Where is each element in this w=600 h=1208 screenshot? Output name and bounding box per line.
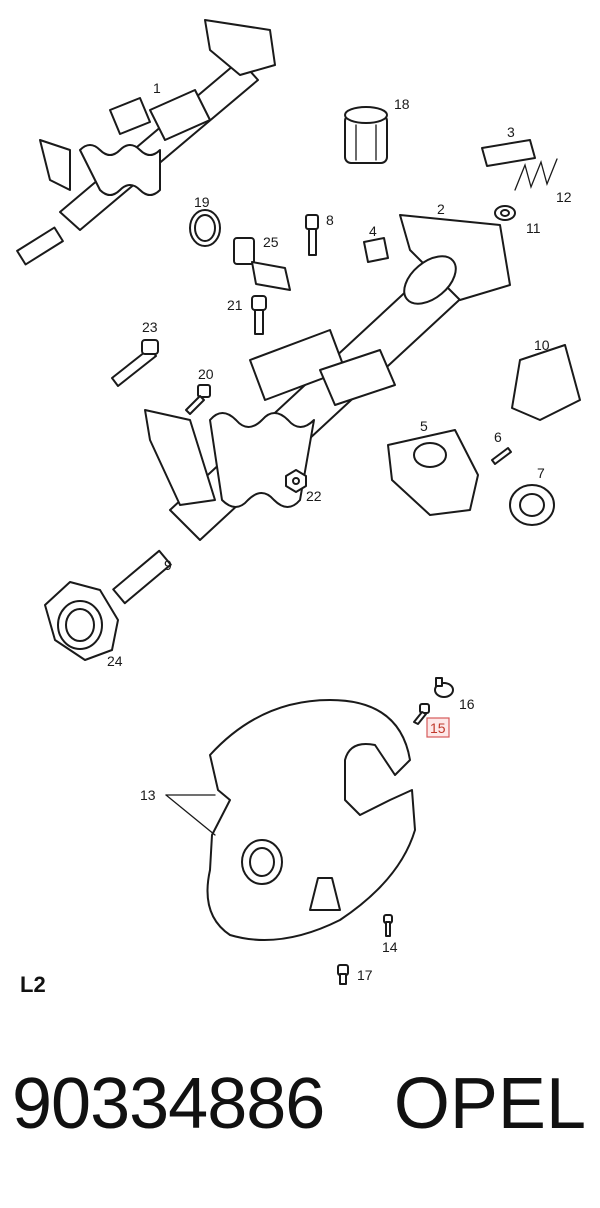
part-6-screw bbox=[491, 447, 512, 465]
part-24-bearing bbox=[44, 581, 119, 661]
part-8-screw bbox=[305, 214, 319, 256]
callout-14: 14 bbox=[382, 939, 398, 955]
part-15-screw bbox=[413, 703, 430, 725]
part-25-key-lock bbox=[233, 237, 291, 291]
callout-19: 19 bbox=[194, 194, 210, 210]
part-12-spring bbox=[514, 158, 558, 191]
part-5-ignition-switch bbox=[387, 429, 479, 516]
callout-21: 21 bbox=[227, 297, 243, 313]
callout-1: 1 bbox=[153, 80, 161, 96]
part-4-clip-block bbox=[363, 237, 389, 263]
part-20-screw bbox=[185, 384, 211, 415]
callout-7: 7 bbox=[537, 465, 545, 481]
callout-4: 4 bbox=[369, 223, 377, 239]
callout-25: 25 bbox=[263, 234, 279, 250]
part-3-clip bbox=[481, 139, 536, 167]
callout-6: 6 bbox=[494, 429, 502, 445]
part-21-bolt bbox=[251, 295, 267, 335]
part-11-washer bbox=[494, 205, 516, 221]
part-23-bolt bbox=[111, 339, 159, 387]
callout-9: 9 bbox=[164, 557, 172, 573]
part-7-lock-cylinder bbox=[509, 484, 555, 526]
part-16-cap bbox=[434, 677, 454, 698]
callout-23: 23 bbox=[142, 319, 158, 335]
callout-8: 8 bbox=[326, 212, 334, 228]
callout-3: 3 bbox=[507, 124, 515, 140]
exploded-parts-diagram: 1 2 3 4 5 6 7 8 9 10 11 12 13 14 15 16 1… bbox=[16, 19, 581, 985]
part-18-bushing bbox=[344, 106, 388, 164]
callout-15-highlight bbox=[426, 717, 450, 738]
section-label: L2 bbox=[20, 972, 46, 997]
callout-13: 13 bbox=[140, 787, 156, 803]
callout-16: 16 bbox=[459, 696, 475, 712]
part-2-steering-column-main bbox=[112, 214, 511, 605]
callout-2: 2 bbox=[437, 201, 445, 217]
callout-12: 12 bbox=[556, 189, 572, 205]
callout-11: 11 bbox=[526, 220, 541, 236]
callout-18: 18 bbox=[394, 96, 410, 112]
callout-20: 20 bbox=[198, 366, 214, 382]
part-17-screw bbox=[337, 964, 349, 985]
callout-24: 24 bbox=[107, 653, 123, 669]
callout-22: 22 bbox=[306, 488, 322, 504]
part-19-ring bbox=[189, 209, 221, 247]
part-10-housing bbox=[511, 344, 581, 421]
part-1-steering-column-small bbox=[16, 19, 276, 266]
part-14-screw bbox=[383, 914, 393, 937]
part-13-steering-shroud bbox=[165, 699, 416, 941]
part-22-nut bbox=[285, 469, 307, 493]
callout-10: 10 bbox=[534, 337, 550, 353]
part-number: 90334886 bbox=[12, 1064, 325, 1144]
callout-15: 15 bbox=[430, 720, 446, 736]
callout-17: 17 bbox=[357, 967, 373, 983]
callout-5: 5 bbox=[420, 418, 428, 434]
brand-name: OPEL bbox=[393, 1064, 586, 1144]
